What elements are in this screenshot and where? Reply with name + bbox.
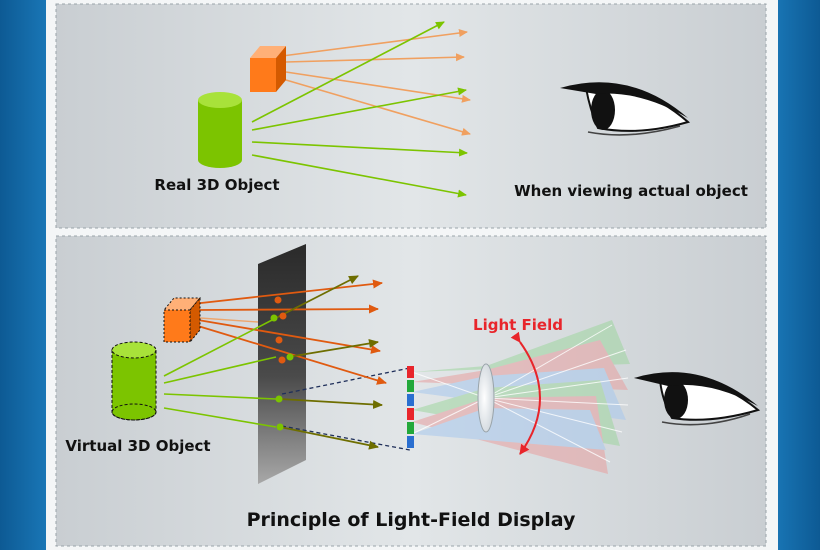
real-cube-icon: [250, 46, 286, 92]
light-field-rays: [411, 324, 629, 463]
display-screen: [258, 244, 306, 484]
bottom-light-orange-rays: [199, 317, 259, 323]
viewer-eye-icon: [634, 372, 761, 426]
bottom-panel: Virtual 3D Object Light Field Principle …: [55, 235, 767, 547]
bottom-green-rays: [163, 317, 277, 428]
screen-pixel-dots: [270, 296, 294, 431]
lens-icon: [477, 363, 495, 433]
light-field-label: Light Field: [473, 316, 563, 334]
top-panel: Real 3D Object When viewing actual objec…: [55, 3, 767, 229]
projection-lines: [281, 367, 411, 451]
virtual-cylinder-icon: [111, 341, 157, 421]
bottom-olive-rays: [275, 275, 383, 450]
display-pixel-column: [407, 366, 414, 448]
light-field-arc-arrow: [510, 331, 541, 455]
real-cylinder-icon: [198, 92, 242, 168]
virtual-cube-icon: [162, 296, 202, 344]
top-green-rays: [251, 21, 468, 198]
virtual-object-label: Virtual 3D Object: [65, 437, 210, 455]
real-object-label: Real 3D Object: [154, 176, 279, 194]
diagram-caption: Principle of Light-Field Display: [247, 509, 576, 531]
viewer-label: When viewing actual object: [514, 182, 748, 200]
eye-icon: [560, 82, 691, 136]
